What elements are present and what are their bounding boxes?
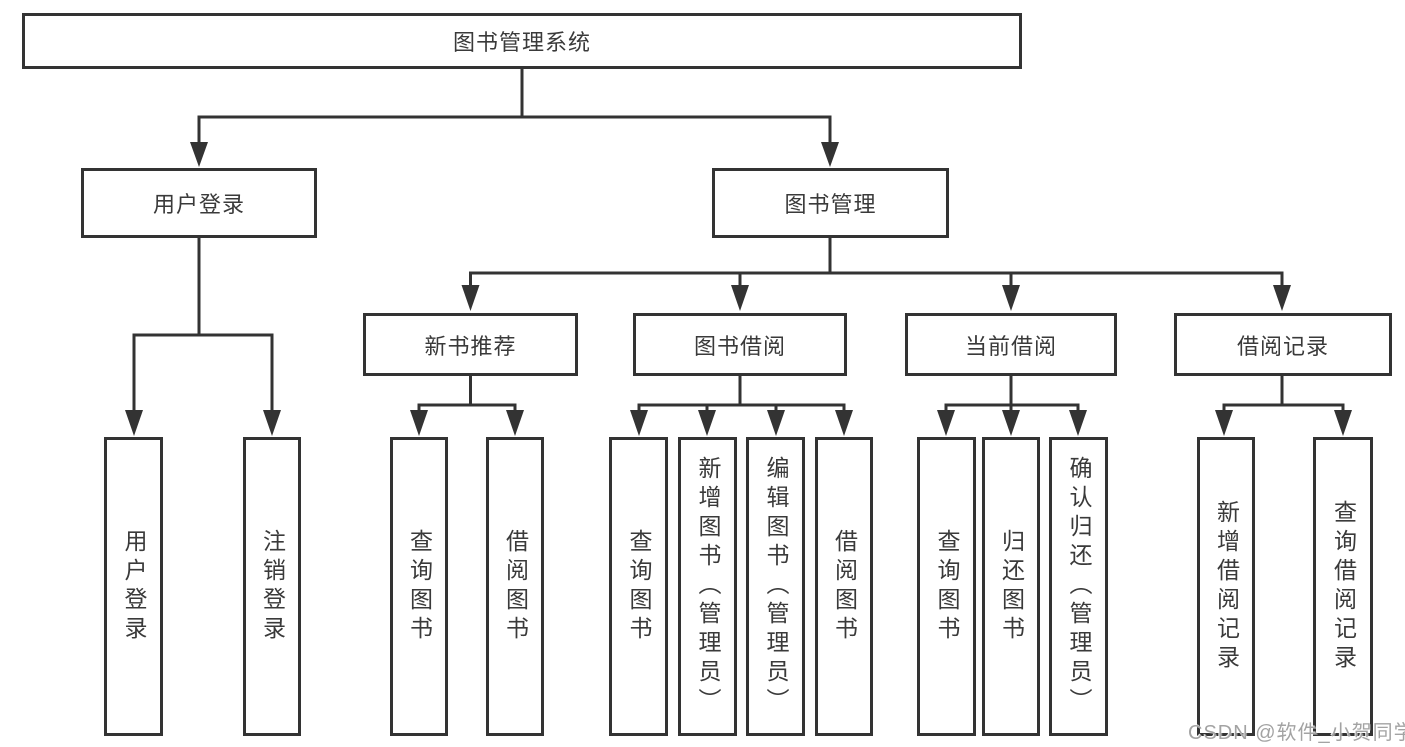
node-book-management-label: 图书管理 <box>784 192 877 217</box>
connector-borrow-to-leaves <box>637 376 846 413</box>
leaf-newbooks-query-books-label: 查询图书 <box>406 528 433 645</box>
csdn-watermark: CSDN @软件_小贺同学 <box>1188 722 1405 744</box>
leaf-current-return-books: 归还图书 <box>982 437 1040 736</box>
arrowheads <box>125 142 1352 436</box>
leaf-current-query-books-label: 查询图书 <box>934 528 960 645</box>
leaf-borrow-edit-books-admin-label: 编辑图书（管理员） <box>763 456 789 717</box>
leaf-current-query-books: 查询图书 <box>917 437 976 736</box>
leaf-user-login-label: 用户登录 <box>121 528 147 645</box>
connector-root-to-level2 <box>197 69 832 144</box>
connector-userlogin-to-leaves <box>132 238 274 412</box>
leaf-borrow-add-books-admin-label: 新增图书（管理员） <box>695 456 721 717</box>
node-user-login: 用户登录 <box>81 168 317 238</box>
leaf-records-query-record: 查询借阅记录 <box>1313 437 1373 736</box>
node-current-borrow: 当前借阅 <box>905 313 1117 376</box>
node-root-label: 图书管理系统 <box>452 30 591 55</box>
leaf-borrow-add-books-admin: 新增图书（管理员） <box>678 437 737 736</box>
leaf-borrow-query-books: 查询图书 <box>609 437 668 736</box>
leaf-logout: 注销登录 <box>243 437 301 736</box>
leaf-borrow-query-books-label: 查询图书 <box>626 528 652 645</box>
node-borrow-records-label: 借阅记录 <box>1236 333 1329 359</box>
node-book-borrow: 图书借阅 <box>633 313 847 376</box>
leaf-records-add-record: 新增借阅记录 <box>1197 437 1255 736</box>
leaf-records-add-record-label: 新增借阅记录 <box>1213 499 1240 674</box>
connector-bookmgmt-to-level3 <box>469 238 1284 287</box>
leaf-newbooks-query-books: 查询图书 <box>390 437 448 736</box>
node-current-borrow-label: 当前借阅 <box>964 333 1057 359</box>
leaf-borrow-edit-books-admin: 编辑图书（管理员） <box>746 437 805 736</box>
leaf-user-login: 用户登录 <box>104 437 163 736</box>
node-book-borrow-label: 图书借阅 <box>693 333 786 359</box>
node-new-book-recommend-label: 新书推荐 <box>424 333 517 359</box>
connector-current-to-leaves <box>944 376 1080 413</box>
leaf-current-confirm-return-admin: 确认归还（管理员） <box>1049 437 1108 736</box>
leaf-newbooks-borrow-books: 借阅图书 <box>486 437 544 736</box>
leaf-newbooks-borrow-books-label: 借阅图书 <box>502 528 529 645</box>
node-new-book-recommend: 新书推荐 <box>363 313 578 376</box>
node-borrow-records: 借阅记录 <box>1174 313 1392 376</box>
connector-records-to-leaves <box>1222 376 1345 413</box>
leaf-records-query-record-label: 查询借阅记录 <box>1330 499 1357 674</box>
leaf-logout-label: 注销登录 <box>259 528 286 645</box>
leaf-borrow-borrow-books-label: 借阅图书 <box>831 528 858 645</box>
node-root: 图书管理系统 <box>22 13 1022 69</box>
node-user-login-label: 用户登录 <box>152 192 245 217</box>
leaf-borrow-borrow-books: 借阅图书 <box>815 437 873 736</box>
leaf-current-confirm-return-admin-label: 确认归还（管理员） <box>1066 456 1092 717</box>
connector-newbooks-to-leaves <box>417 376 517 413</box>
node-book-management: 图书管理 <box>712 168 949 238</box>
leaf-current-return-books-label: 归还图书 <box>998 528 1025 645</box>
